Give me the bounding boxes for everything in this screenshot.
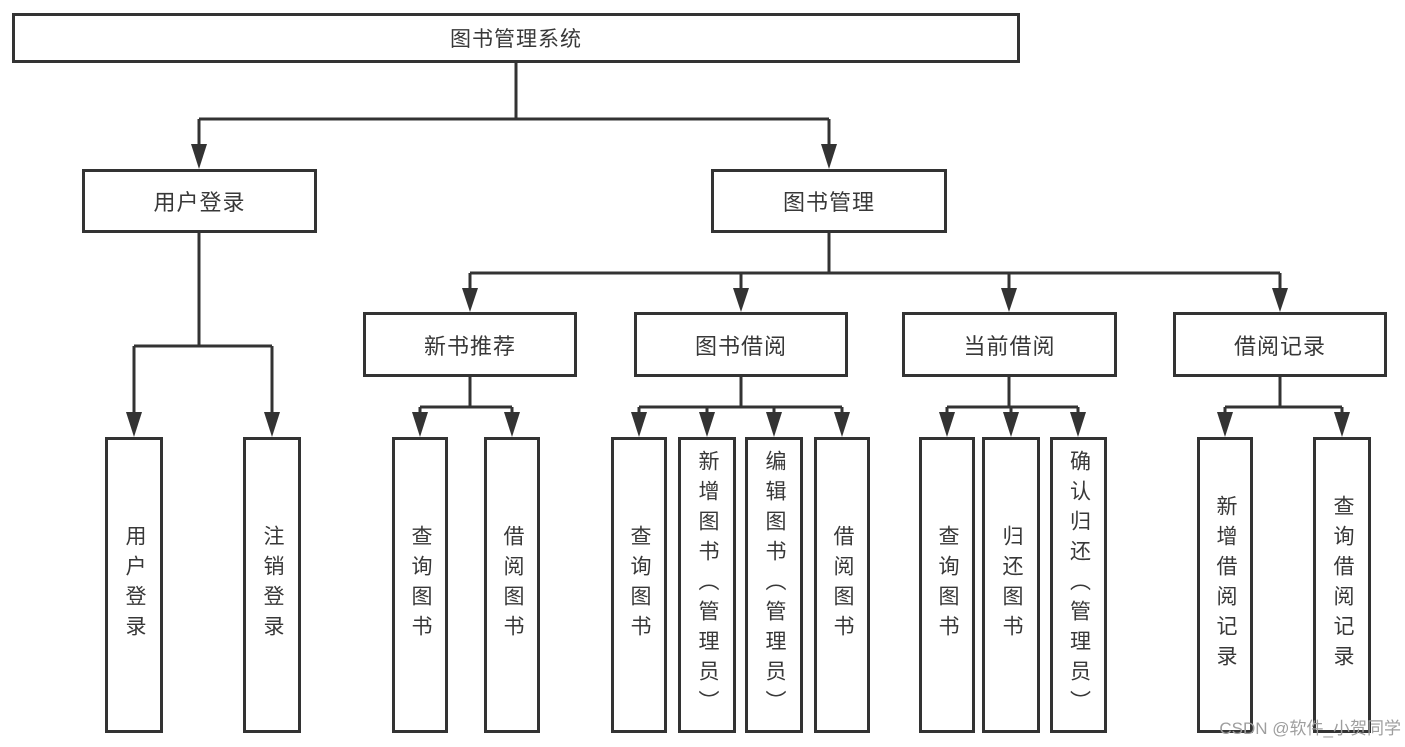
node-label: 新书推荐 [423,333,516,359]
leaf-edit-books-admin: 编辑图书（管理员） [745,437,803,733]
leaf-borrow-books-1: 借阅图书 [484,437,540,733]
node-new-book-recommend: 新书推荐 [363,312,577,377]
node-label: 当前借阅 [963,333,1056,359]
connector-line [468,233,1282,288]
node-label: 图书管理系统 [450,28,582,51]
node-label: 新增借阅记录 [1214,495,1237,675]
node-label: 注销登录 [261,525,284,645]
arrowhead-icon [504,412,520,437]
node-label: 借阅记录 [1233,333,1326,359]
node-label: 查询借阅记录 [1331,495,1354,675]
connector-line [197,63,831,144]
leaf-return-books: 归还图书 [982,437,1040,733]
leaf-logout: 注销登录 [243,437,301,733]
leaf-user-login: 用户登录 [105,437,163,733]
node-label: 查询图书 [936,525,959,645]
node-label: 图书管理 [782,190,875,215]
leaf-query-borrow-record: 查询借阅记录 [1313,437,1371,733]
arrowhead-icon [462,288,478,312]
arrowhead-icon [126,412,142,437]
arrowhead-icon [834,412,850,437]
connector-borrow-record-children [1217,377,1350,437]
arrowhead-icon [733,288,749,312]
arrowhead-icon [1272,288,1288,312]
leaf-query-books-3: 查询图书 [919,437,975,733]
connector-book-borrow-children [631,377,850,437]
node-label: 确认归还（管理员） [1067,450,1091,720]
node-borrowing-records: 借阅记录 [1173,312,1387,377]
arrowhead-icon [1334,412,1350,437]
leaf-borrow-books-2: 借阅图书 [814,437,870,733]
connector-line [1223,377,1344,412]
arrowhead-icon [821,144,837,169]
arrowhead-icon [1003,412,1019,437]
node-label: 归还图书 [1000,525,1023,645]
node-label: 用户登录 [123,525,146,645]
node-label: 图书借阅 [694,333,787,359]
node-book-borrowing: 图书借阅 [634,312,848,377]
arrowhead-icon [264,412,280,437]
node-label: 查询图书 [628,525,651,645]
arrowhead-icon [699,412,715,437]
arrowhead-icon [1001,288,1017,312]
connector-current-borrow-children [939,377,1086,437]
node-label: 查询图书 [409,525,432,645]
connector-line [132,233,274,412]
connector-new-book-children [412,377,520,437]
arrowhead-icon [939,412,955,437]
connector-book-mgmt-to-level3 [462,233,1288,312]
node-label: 编辑图书（管理员） [763,450,786,720]
csdn-watermark: CSDN @软件_小贺同学 [1219,719,1401,738]
arrowhead-icon [766,412,782,437]
arrowhead-icon [1070,412,1086,437]
node-book-management: 图书管理 [711,169,947,233]
connector-user-login-children [126,233,280,437]
node-user-login: 用户登录 [82,169,317,233]
connector-line [418,377,514,412]
leaf-add-books-admin: 新增图书（管理员） [678,437,736,733]
connector-line [945,377,1080,412]
connector-root-to-level2 [191,63,837,169]
node-label: 借阅图书 [501,525,524,645]
node-label: 新增图书（管理员） [696,450,719,720]
arrowhead-icon [631,412,647,437]
node-label: 借阅图书 [831,525,854,645]
arrowhead-icon [412,412,428,437]
leaf-query-books-2: 查询图书 [611,437,667,733]
node-current-borrowing: 当前借阅 [902,312,1117,377]
leaf-confirm-return-admin: 确认归还（管理员） [1050,437,1107,733]
node-label: 用户登录 [153,190,246,215]
arrowhead-icon [191,144,207,169]
leaf-add-borrow-record: 新增借阅记录 [1197,437,1253,733]
node-root: 图书管理系统 [12,13,1020,63]
connector-line [637,377,844,412]
leaf-query-books-1: 查询图书 [392,437,448,733]
arrowhead-icon [1217,412,1233,437]
